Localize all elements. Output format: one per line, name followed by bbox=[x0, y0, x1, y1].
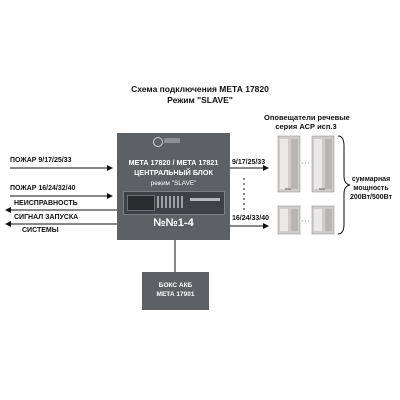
input-label-fire-2: ПОЖАР 16/24/32/40 bbox=[10, 185, 76, 192]
power-label-line2: мощность bbox=[353, 185, 389, 192]
unit-panel-label bbox=[190, 198, 220, 201]
power-label-line3: 200Вт/500Вт bbox=[349, 194, 393, 201]
unit-title-line2: ЦЕНТРАЛЬНЫЙ БЛОК bbox=[134, 168, 213, 177]
output-label-start-1: СИГНАЛ ЗАПУСКА bbox=[14, 214, 79, 221]
zone-line-lower-label: 16/24/33/40 bbox=[232, 215, 269, 222]
battery-box-line1: БОКС АКБ bbox=[158, 282, 193, 289]
unit-mode: режим "SLAVE" bbox=[150, 180, 197, 187]
speaker-tall-1 bbox=[277, 135, 301, 193]
zone-line-upper-label: 9/17/25/33 bbox=[232, 159, 266, 166]
speaker-short-1 bbox=[277, 205, 301, 235]
battery-box-line2: МЕТА 17901 bbox=[156, 291, 195, 298]
speaker-short-2 bbox=[311, 205, 335, 235]
diagram-subtitle: Режим "SLAVE" bbox=[167, 95, 233, 105]
speakers-label-line2: серия АСР исп.3 bbox=[275, 122, 337, 131]
diagram-title: Схема подключения МЕТА 17820 bbox=[131, 84, 269, 94]
input-label-fire-1: ПОЖАР 9/17/25/33 bbox=[10, 157, 72, 164]
unit-number: №№1-4 bbox=[153, 217, 194, 229]
central-unit: МЕТА 17820 / МЕТА 17821 ЦЕНТРАЛЬНЫЙ БЛОК… bbox=[117, 133, 230, 240]
output-label-start-2: СИСТЕМЫ bbox=[22, 227, 59, 234]
unit-button-row bbox=[157, 196, 185, 208]
power-label-line1: суммарная bbox=[351, 176, 391, 183]
speaker-tall-2 bbox=[311, 135, 335, 193]
unit-display bbox=[127, 195, 155, 211]
output-label-fault: НЕИСПРАВНОСТЬ bbox=[14, 200, 78, 207]
brand-logo-mark bbox=[164, 138, 180, 143]
battery-box: БОКС АКБ МЕТА 17901 bbox=[142, 272, 209, 310]
speakers-label-line1: Оповещатели речевые bbox=[264, 113, 350, 122]
unit-title-line1: МЕТА 17820 / МЕТА 17821 bbox=[128, 158, 219, 167]
unit-front-panel bbox=[123, 191, 225, 215]
grouping-brace bbox=[337, 135, 351, 235]
brand-logo-icon bbox=[153, 137, 163, 147]
